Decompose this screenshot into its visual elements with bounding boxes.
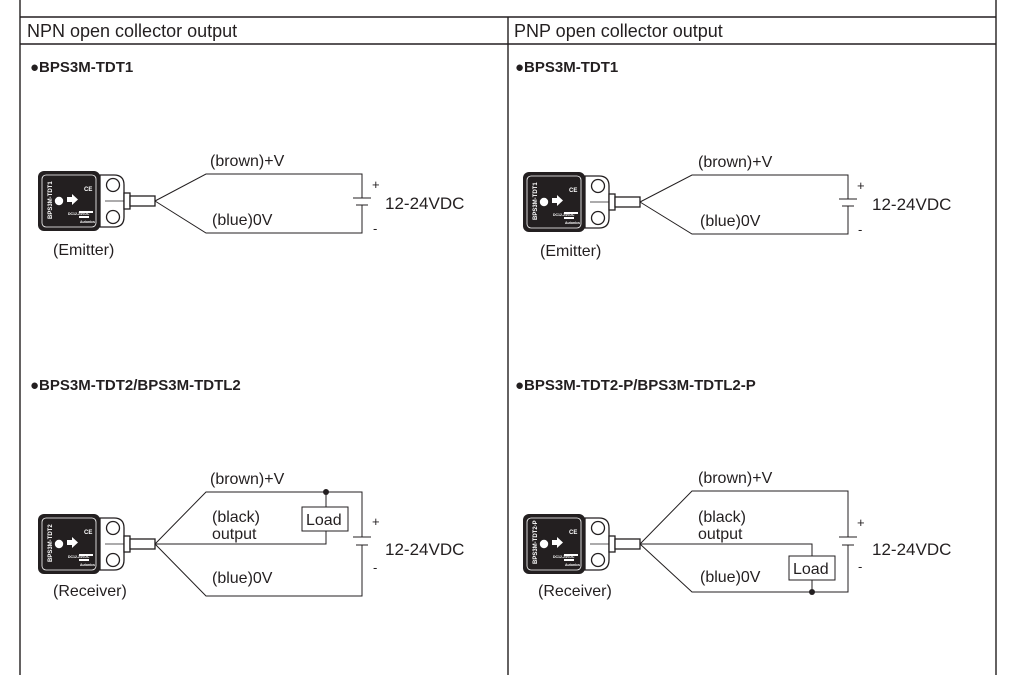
- npn-receiver-load-label: Load: [306, 512, 342, 529]
- pnp-receiver-black-label: (black): [698, 509, 746, 526]
- npn-emitter-blue-label: (blue)0V: [212, 212, 273, 229]
- pnp-receiver-ce-mark: CE: [569, 530, 577, 536]
- npn-receiver-load-box: [301, 506, 349, 532]
- npn-receiver-rating: DC12-24VDC: [68, 555, 90, 559]
- npn-receiver-supply-voltage: 12-24VDC: [385, 540, 464, 559]
- pnp-emitter-rating: DC12-24VDC: [553, 213, 575, 217]
- npn-receiver-plus: +: [372, 514, 380, 529]
- npn-emitter-supply-voltage: 12-24VDC: [385, 194, 464, 213]
- npn-receiver-output-label: output: [212, 526, 257, 543]
- pnp-receiver-blue-wire: [639, 543, 849, 593]
- column-header-pnp: PNP open collector output: [514, 21, 723, 41]
- npn-emitter-rating: DC12-24VDC: [68, 212, 90, 216]
- pnp-receiver-supply-voltage: 12-24VDC: [872, 540, 951, 559]
- npn-receiver-brown-wire: [154, 491, 363, 545]
- pnp-emitter-blue-label: (blue)0V: [700, 213, 761, 230]
- pnp-emitter-ce-mark: CE: [569, 188, 577, 194]
- npn-receiver-blue-wire: [154, 543, 363, 597]
- pnp-emitter-circuit: BPS3M-TDT1 CE DC12-24VDC Autonics (brown…: [522, 154, 951, 260]
- npn-emitter-sensor: BPS3M-TDT1 CE DC12-24VDC Autonics: [37, 170, 156, 232]
- pnp-emitter-sensor: BPS3M-TDT1 CE DC12-24VDC Autonics: [522, 171, 641, 233]
- npn-emitter-blue-wire: [154, 200, 363, 234]
- pnp-receiver-blue-label: (blue)0V: [700, 569, 761, 586]
- npn-receiver-black-label: (black): [212, 509, 260, 526]
- pnp-receiver-sensor-label: (Receiver): [538, 583, 612, 600]
- npn-emitter-sensor-label: (Emitter): [53, 242, 114, 259]
- pnp-column: ●BPS3M-TDT1 BPS3M-TDT1 CE DC12-24VDC Aut…: [515, 59, 951, 600]
- pnp-receiver-brown-label: (brown)+V: [698, 470, 773, 487]
- npn-receiver-brand: Autonics: [80, 563, 95, 567]
- npn-receiver-junction-dot: [323, 489, 329, 495]
- npn-emitter-model-marking: BPS3M-TDT1: [48, 181, 54, 219]
- npn-receiver-ce-mark: CE: [84, 530, 92, 536]
- npn-emitter-circuit: BPS3M-TDT1 CE DC12-24VDC Autonics (brown…: [37, 153, 464, 259]
- column-header-npn: NPN open collector output: [27, 21, 237, 41]
- pnp-emitter-blue-wire: [639, 201, 849, 235]
- pnp-emitter-brand: Autonics: [565, 221, 580, 225]
- pnp-emitter-plus: +: [857, 178, 865, 193]
- npn-emitter-ce-mark: CE: [84, 187, 92, 193]
- npn-receiver-minus: -: [373, 560, 377, 575]
- pnp-receiver-brand: Autonics: [565, 563, 580, 567]
- pnp-emitter-supply-voltage: 12-24VDC: [872, 195, 951, 214]
- pnp-emitter-sensor-label: (Emitter): [540, 243, 601, 260]
- pnp-emitter-title: ●BPS3M-TDT1: [515, 59, 618, 76]
- npn-receiver-model-marking: BPS3M-TDT2: [48, 524, 54, 562]
- pnp-receiver-load-label: Load: [793, 561, 829, 578]
- npn-emitter-plus: +: [372, 177, 380, 192]
- npn-receiver-brown-label: (brown)+V: [210, 471, 285, 488]
- pnp-receiver-black-wire: [640, 543, 813, 556]
- npn-emitter-brown-wire: [154, 173, 363, 202]
- pnp-receiver-rating: DC12-24VDC: [553, 555, 575, 559]
- npn-emitter-brand: Autonics: [80, 220, 95, 224]
- pnp-receiver-circuit: BPS3M-TDT2-P CE DC12-24VDC Autonics Load…: [522, 470, 951, 600]
- pnp-receiver-brown-wire: [639, 490, 849, 545]
- npn-column: ●BPS3M-TDT1 BPS3M-TDT1 CE DC12-24VDC Aut…: [30, 59, 464, 600]
- pnp-receiver-output-label: output: [698, 526, 743, 543]
- npn-receiver-black-wire: [155, 531, 327, 545]
- pnp-receiver-title: ●BPS3M-TDT2-P/BPS3M-TDTL2-P: [515, 377, 756, 394]
- npn-receiver-blue-label: (blue)0V: [212, 570, 273, 587]
- pnp-receiver-sensor: BPS3M-TDT2-P CE DC12-24VDC Autonics: [522, 513, 641, 575]
- npn-receiver-title: ●BPS3M-TDT2/BPS3M-TDTL2: [30, 377, 241, 394]
- pnp-emitter-brown-wire: [639, 174, 849, 203]
- pnp-emitter-brown-label: (brown)+V: [698, 154, 773, 171]
- pnp-receiver-model-marking: BPS3M-TDT2-P: [533, 520, 539, 564]
- npn-receiver-sensor: BPS3M-TDT2 CE DC12-24VDC Autonics: [37, 513, 156, 575]
- pnp-receiver-minus: -: [858, 559, 862, 574]
- pnp-receiver-junction-dot: [809, 589, 815, 595]
- npn-receiver-sensor-label: (Receiver): [53, 583, 127, 600]
- npn-emitter-minus: -: [373, 221, 377, 236]
- npn-emitter-title: ●BPS3M-TDT1: [30, 59, 133, 76]
- pnp-receiver-load-box: [788, 555, 836, 581]
- npn-receiver-circuit: BPS3M-TDT2 CE DC12-24VDC Autonics Load (…: [37, 471, 464, 600]
- npn-emitter-brown-label: (brown)+V: [210, 153, 285, 170]
- pnp-emitter-model-marking: BPS3M-TDT1: [533, 182, 539, 220]
- pnp-emitter-minus: -: [858, 222, 862, 237]
- pnp-receiver-plus: +: [857, 515, 865, 530]
